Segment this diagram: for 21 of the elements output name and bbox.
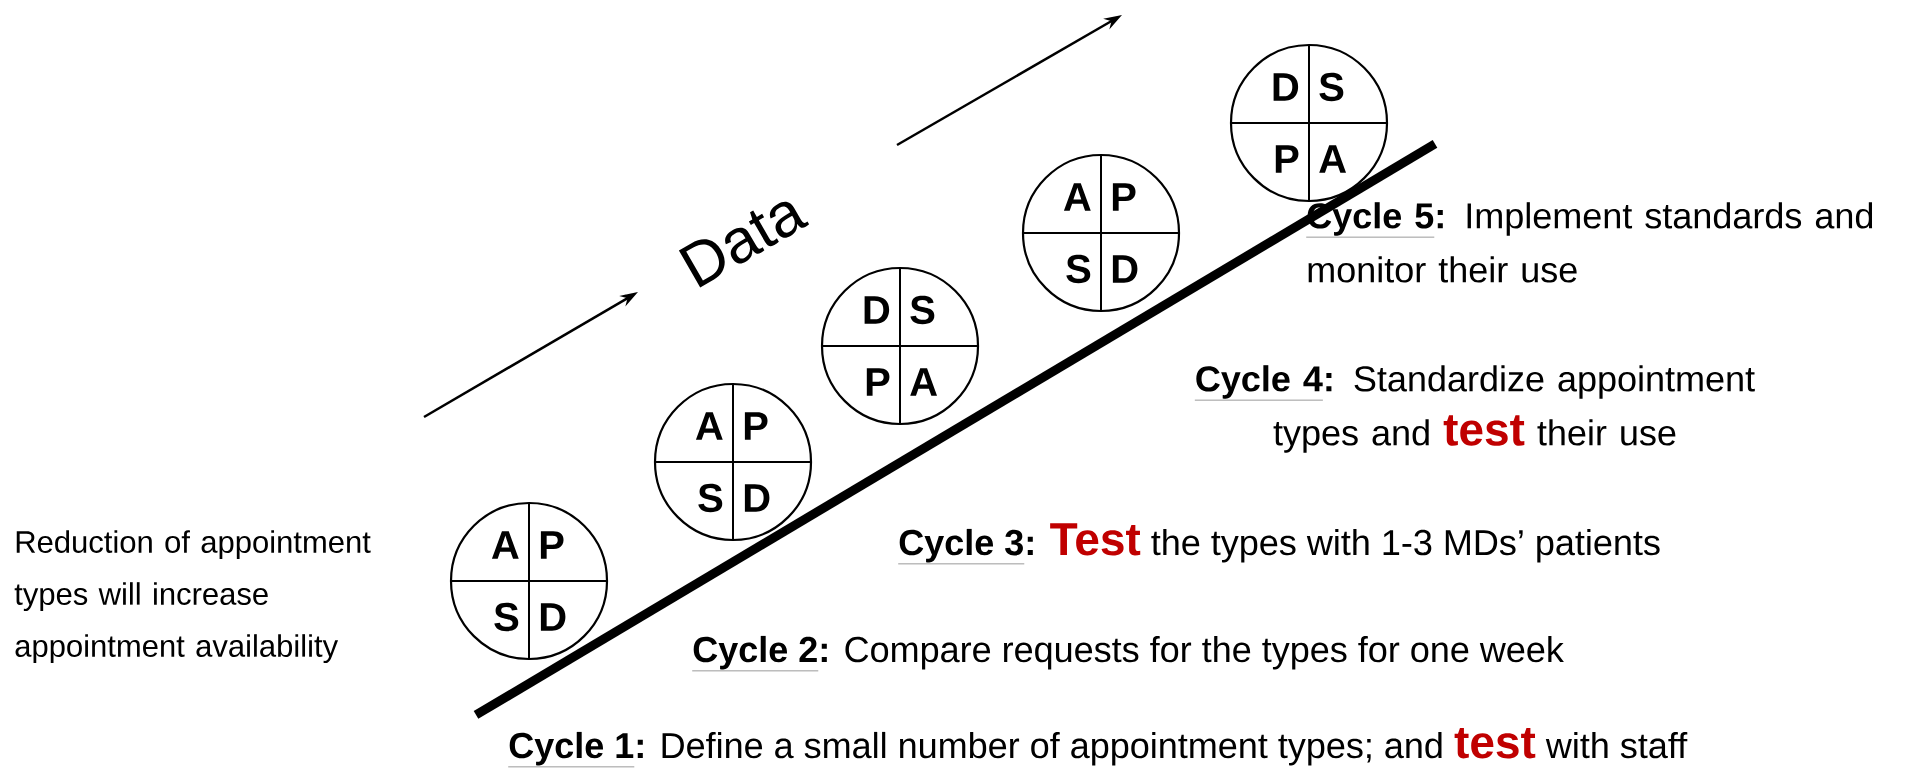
label: Define a small number of appointment types; and: [662, 731, 1442, 766]
hypothesis-text: Reduction of appointment types will increase appointment availability: [14, 530, 371, 664]
label: with staff: [1545, 731, 1688, 759]
label: Cycle 4: [1196, 365, 1323, 399]
cycle-description: Cycle 3: Test the types with 1-3 MDs’ patients: [898, 523, 1660, 565]
label: types and: [1273, 419, 1429, 453]
cycle-description: Cycle 4: Standardize appointment types and test their use: [1194, 365, 1755, 453]
label: Cycle 3: [899, 528, 1023, 563]
label: :: [1027, 536, 1033, 555]
data-label: Data: [678, 201, 810, 288]
label: Cycle 1: [509, 731, 634, 766]
cycle-description: Cycle 2: Compare requests for the types for one week: [692, 635, 1564, 672]
label: Test: [1050, 523, 1141, 556]
label: the types with 1-3 MDs’ patients: [1151, 528, 1660, 563]
cycle-description: Cycle 1: Define a small number of appointment types; and test with staff: [508, 728, 1688, 768]
label: Standardize appointment: [1354, 365, 1755, 399]
label: test: [1454, 727, 1536, 759]
label: test: [1443, 415, 1525, 446]
label: :: [1326, 373, 1332, 392]
label: their use: [1537, 419, 1676, 446]
label: :: [637, 739, 643, 758]
